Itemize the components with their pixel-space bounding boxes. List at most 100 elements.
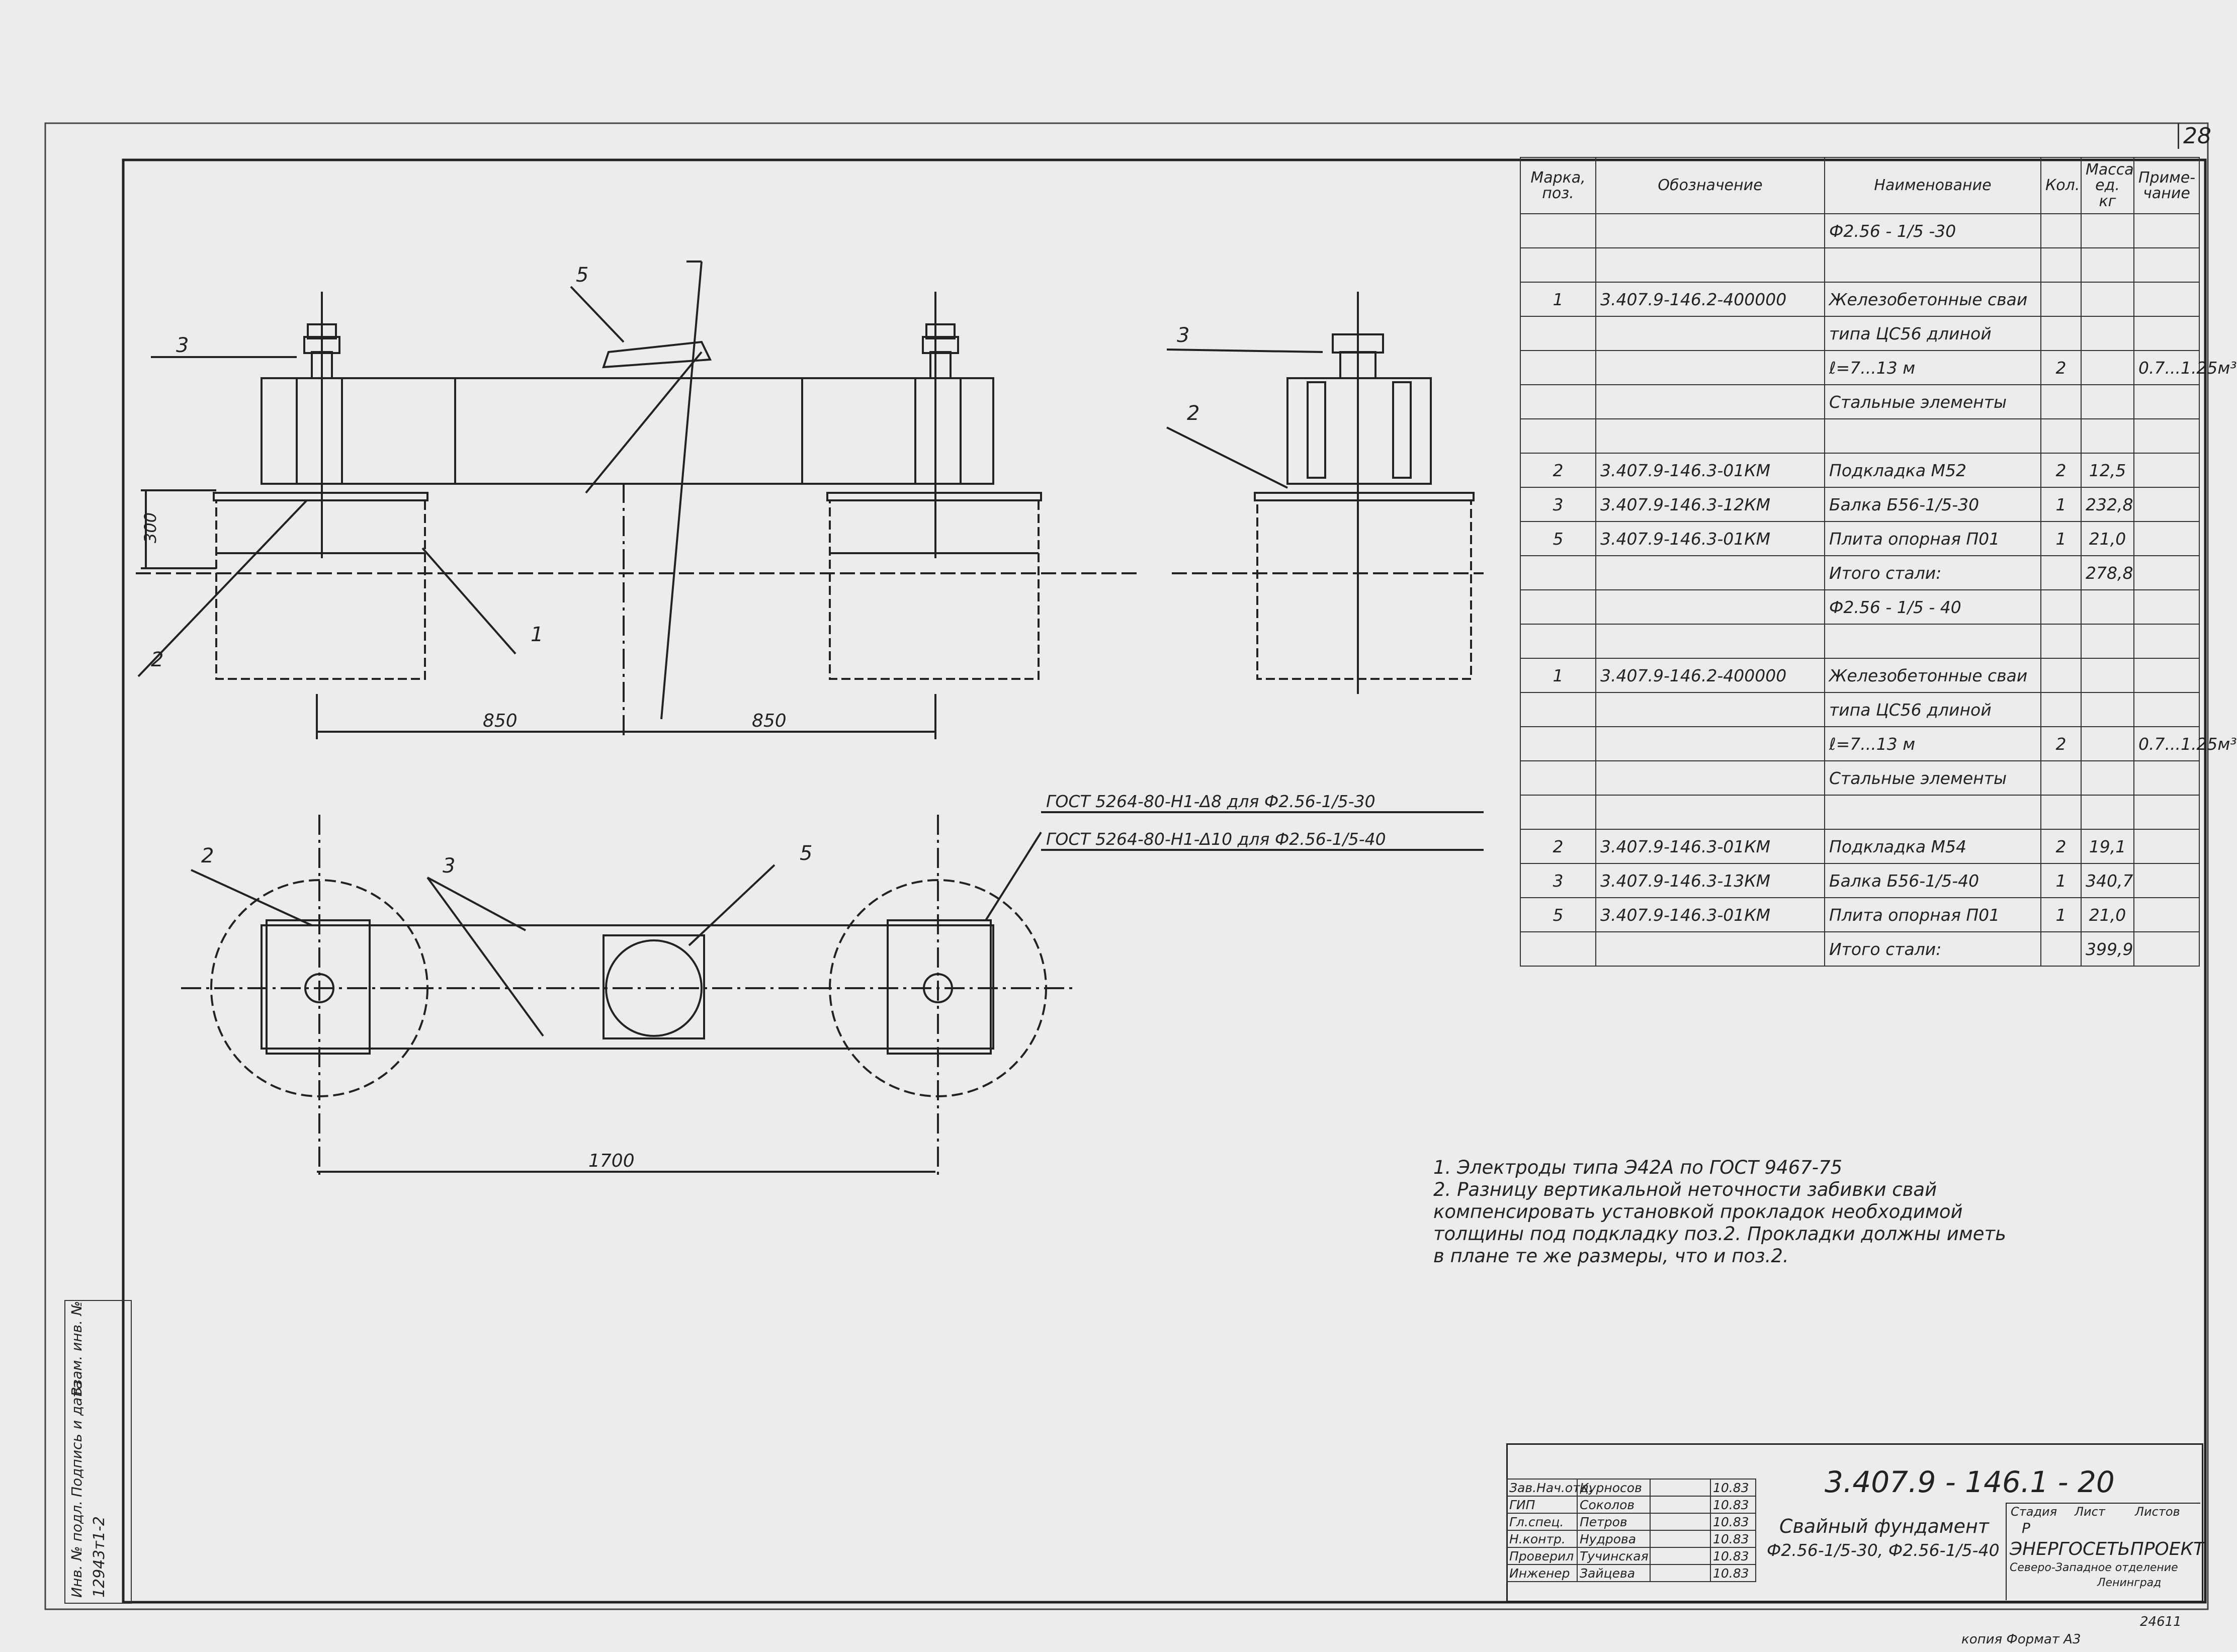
spec-cell xyxy=(2040,282,2082,317)
spec-cell: 2 xyxy=(2040,453,2082,488)
spec-cell xyxy=(1520,624,1596,659)
side-stamp: Инв. № подл. 12943т1-2 Подпись и дата Вз… xyxy=(64,1300,132,1604)
spec-cell xyxy=(2040,589,2082,625)
spec-cell xyxy=(1595,555,1825,590)
signer-role: ГИП xyxy=(1506,1496,1578,1514)
signer-name: Соколов xyxy=(1577,1496,1651,1514)
spec-cell xyxy=(2081,247,2134,283)
front-label-2: 2 xyxy=(151,648,163,671)
spec-cell: 12,5 xyxy=(2081,453,2134,488)
spec-cell: 3 xyxy=(1520,487,1596,522)
spec-cell xyxy=(2133,795,2200,830)
spec-cell xyxy=(1595,795,1825,830)
spec-cell: 232,8 xyxy=(2081,487,2134,522)
spec-cell: типа ЦС56 длиной xyxy=(1824,316,2041,351)
spec-cell xyxy=(1520,795,1596,830)
spec-row xyxy=(1520,247,2200,283)
spec-cell xyxy=(1520,760,1596,796)
spec-cell xyxy=(1520,555,1596,590)
front-label-3: 3 xyxy=(176,334,189,357)
sheets-label: Листов xyxy=(2135,1505,2180,1519)
spec-cell xyxy=(2081,624,2134,659)
spec-cell xyxy=(2040,247,2082,283)
front-label-1: 1 xyxy=(531,623,543,646)
spec-cell xyxy=(2081,760,2134,796)
org-block: Стадия Лист Листов Р ЭНЕРГОСЕТЬПРОЕКТ Се… xyxy=(2006,1503,2204,1600)
spec-cell xyxy=(2133,863,2200,898)
signer-role: Н.контр. xyxy=(1506,1530,1578,1548)
spec-cell: Железобетонные сваи xyxy=(1824,282,2041,317)
spec-cell: 1 xyxy=(1520,658,1596,693)
spec-cell xyxy=(2081,418,2134,454)
spec-header-row: Марка, поз. Обозначение Наименование Кол… xyxy=(1520,157,2200,214)
spec-row: Итого стали:399,9 xyxy=(1520,931,2200,967)
weld-note-2: ГОСТ 5264-80-Н1-Δ10 для Ф2.56-1/5-40 xyxy=(1046,829,1386,849)
spec-cell xyxy=(1520,418,1596,454)
spec-cell: 0.7...1.25м³ xyxy=(2133,350,2237,385)
signature-cell xyxy=(1650,1547,1711,1565)
spec-cell xyxy=(1595,316,1825,351)
spec-cell: 19,1 xyxy=(2081,829,2134,864)
spec-cell xyxy=(2133,247,2200,283)
spec-cell xyxy=(1595,384,1825,419)
spec-cell xyxy=(1520,589,1596,625)
spec-cell xyxy=(2040,931,2082,967)
spec-cell: Стальные элементы xyxy=(1824,760,2041,796)
spec-row: Стальные элементы xyxy=(1520,760,2200,796)
spec-cell xyxy=(2133,760,2200,796)
spec-cell xyxy=(2081,316,2134,351)
spec-cell: Ф2.56 - 1/5 - 40 xyxy=(1824,589,2041,625)
spec-cell xyxy=(1520,247,1596,283)
spec-cell xyxy=(2133,658,2200,693)
title-block: 3.407.9 - 146.1 - 20 Свайный фундамент Ф… xyxy=(1506,1443,2204,1602)
signature-cell xyxy=(1650,1564,1711,1582)
spec-cell xyxy=(1595,692,1825,727)
spec-cell xyxy=(2040,692,2082,727)
sign-date-label: Подпись и дата xyxy=(68,1380,85,1497)
spec-cell: Подкладка М52 xyxy=(1824,453,2041,488)
header-mass: Масса ед. кг xyxy=(2081,157,2134,214)
spec-cell xyxy=(2040,624,2082,659)
spec-cell xyxy=(2081,384,2134,419)
bottom-number: 24611 xyxy=(2140,1614,2182,1629)
org-name: ЭНЕРГОСЕТЬПРОЕКТ xyxy=(2010,1539,2205,1559)
spec-cell: 1 xyxy=(2040,487,2082,522)
drawing-designation: 3.407.9 - 146.1 - 20 xyxy=(1825,1465,2115,1499)
spec-cell: 3.407.9-146.3-12КМ xyxy=(1595,487,1825,522)
spec-cell: 2 xyxy=(1520,829,1596,864)
signature-cell xyxy=(1650,1479,1711,1497)
spec-cell xyxy=(2081,795,2134,830)
spec-cell xyxy=(1520,213,1596,248)
plan-view xyxy=(181,811,1484,1177)
plan-label-2: 2 xyxy=(201,844,214,867)
spec-cell: 3.407.9-146.2-400000 xyxy=(1595,658,1825,693)
spec-cell xyxy=(1595,589,1825,625)
spec-cell xyxy=(2040,555,2082,590)
spec-cell xyxy=(1520,384,1596,419)
spec-cell xyxy=(1595,350,1825,385)
spec-cell: ℓ=7...13 м xyxy=(1824,726,2041,761)
spec-cell: 1 xyxy=(1520,282,1596,317)
spec-cell xyxy=(2081,350,2134,385)
header-note: Приме- чание xyxy=(2133,157,2200,214)
spec-cell xyxy=(2040,658,2082,693)
page-number: 28 xyxy=(2178,123,2211,149)
drawing-name: Свайный фундамент xyxy=(1779,1515,1989,1537)
spec-cell: 278,8 xyxy=(2081,555,2134,590)
side-label-3: 3 xyxy=(1177,324,1189,347)
spec-cell xyxy=(1520,726,1596,761)
spec-cell xyxy=(2133,384,2200,419)
side-label-2: 2 xyxy=(1187,402,1199,425)
spec-row: Стальные элементы xyxy=(1520,384,2200,419)
signer-name: Петров xyxy=(1577,1513,1651,1531)
spec-cell: Балка Б56-1/5-40 xyxy=(1824,863,2041,898)
signer-date: 10.83 xyxy=(1710,1513,1756,1531)
